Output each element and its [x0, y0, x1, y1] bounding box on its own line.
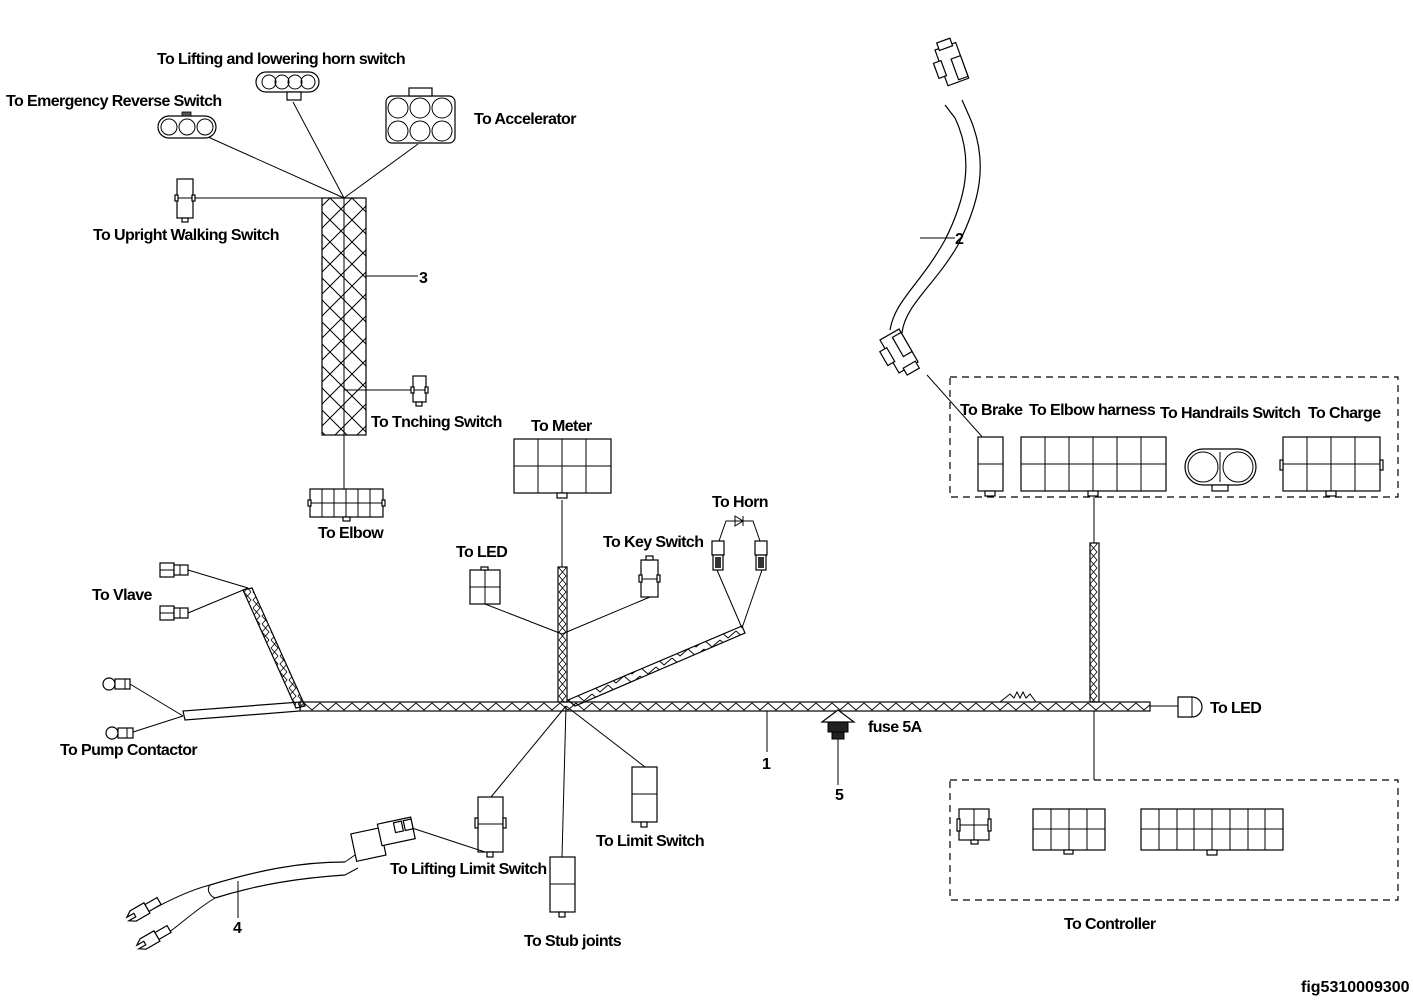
led-right-connector — [1177, 696, 1203, 718]
label-brake: To Brake — [960, 402, 1023, 419]
callout-4: 4 — [233, 920, 242, 937]
limit-switch-connector — [631, 766, 658, 828]
brake-connector — [977, 436, 1004, 497]
label-inching-switch: To Tnching Switch — [371, 414, 502, 431]
battery-cable-connector — [350, 816, 416, 863]
stub-joints-connector — [549, 856, 576, 918]
main-harness: 1 To LED fuse 5A 5 To Meter — [60, 418, 1262, 950]
charge-connector — [1279, 436, 1384, 497]
label-limit-switch: To Limit Switch — [596, 833, 704, 850]
valve-connector-1 — [159, 562, 189, 578]
label-controller: To Controller — [1064, 916, 1156, 933]
inching-switch-connector — [410, 375, 429, 407]
fork-terminal-2 — [135, 924, 172, 950]
label-stub-joints: To Stub joints — [524, 933, 622, 950]
handrails-switch-connector — [1184, 448, 1257, 492]
label-elbow: To Elbow — [318, 525, 384, 542]
controller-connector-16pin — [1140, 808, 1284, 856]
label-emergency-reverse-switch: To Emergency Reverse Switch — [6, 93, 222, 110]
label-upright-walking-switch: To Upright Walking Switch — [93, 227, 279, 244]
battery-cable: 4 — [125, 816, 486, 950]
label-valve: To Vlave — [92, 587, 153, 604]
valve-connector-2 — [159, 605, 189, 621]
controller-connector-group: To Controller — [949, 779, 1399, 933]
upright-walking-switch-connector — [174, 178, 196, 223]
callout-3: 3 — [419, 270, 428, 287]
callout-1: 1 — [762, 756, 771, 773]
jumper-top-connector — [932, 37, 970, 87]
lifting-lowering-horn-switch-connector — [255, 71, 320, 101]
label-charge: To Charge — [1308, 405, 1381, 422]
label-elbow-harness: To Elbow harness — [1029, 402, 1156, 419]
pump-contactor-terminal-1 — [102, 677, 131, 691]
emergency-reverse-switch-connector — [157, 111, 217, 139]
top-right-connector-group: To Brake To Elbow harness To Handrails S… — [949, 376, 1399, 498]
label-led-left: To LED — [456, 544, 507, 561]
label-handrails-switch: To Handrails Switch — [1160, 405, 1300, 422]
lifting-limit-switch-connector — [474, 796, 507, 858]
meter-connector — [513, 438, 612, 499]
label-meter: To Meter — [531, 418, 592, 435]
key-switch-connector — [638, 555, 661, 598]
label-lifting-lowering-horn-switch: To Lifting and lowering horn switch — [157, 51, 405, 68]
main-harness-trunk — [299, 701, 1151, 712]
fork-terminal-1 — [125, 896, 162, 922]
elbow-harness-connector — [1020, 436, 1167, 497]
callout-2: 2 — [955, 231, 964, 248]
label-key-switch: To Key Switch — [603, 534, 703, 551]
controller-connector-8pin — [1032, 808, 1106, 855]
figure-id: fig5310009300 — [1301, 979, 1410, 996]
pump-contactor-terminal-2 — [105, 726, 134, 740]
label-horn: To Horn — [712, 494, 768, 511]
fuse-holder — [820, 709, 856, 785]
accelerator-connector — [385, 87, 456, 144]
led-left-connector — [469, 566, 501, 605]
elbow-connector — [307, 488, 386, 522]
label-fuse: fuse 5A — [868, 719, 923, 736]
label-accelerator: To Accelerator — [474, 111, 576, 128]
horn-connectors — [711, 515, 768, 629]
callout-5: 5 — [835, 787, 844, 804]
label-lifting-limit-switch: To Lifting Limit Switch — [390, 861, 547, 878]
handle-harness: 3 To Lifting and lowering horn switch To… — [6, 51, 577, 542]
label-led-right: To LED — [1210, 700, 1261, 717]
jumper-bottom-connector — [878, 328, 921, 376]
label-pump-contactor: To Pump Contactor — [60, 742, 197, 759]
jumper-harness: 2 — [878, 37, 986, 441]
controller-connector-small — [956, 808, 992, 845]
